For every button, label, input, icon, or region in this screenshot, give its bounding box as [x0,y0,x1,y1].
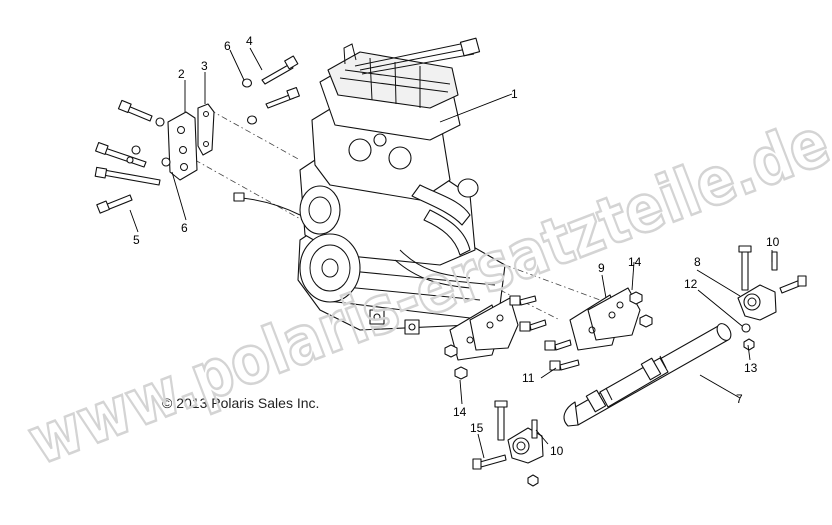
mount-tube [563,323,732,427]
callout-14-upper: 14 [628,255,642,269]
callout-3: 3 [201,59,208,73]
mount-plates [444,287,653,380]
callout-12: 12 [684,277,698,291]
callout-7: 7 [736,392,743,406]
callout-9: 9 [598,261,605,275]
callout-6-top: 6 [224,39,231,53]
callout-2: 2 [178,67,185,81]
copyright-text: © 2013 Polaris Sales Inc. [162,395,319,411]
callout-13: 13 [744,361,758,375]
callout-11: 11 [522,371,535,385]
callout-15: 15 [470,421,484,435]
callout-5: 5 [133,233,140,247]
callout-14-lower: 14 [453,405,467,419]
callout-1: 1 [511,87,518,101]
callout-labels: 1 2 3 4 5 6 6 7 8 9 10 10 11 12 13 14 14… [133,34,780,458]
callout-4: 4 [246,34,253,48]
left-mount-bracket [167,103,215,181]
callout-10-lower: 10 [550,444,564,458]
rear-mount-upper [737,245,807,351]
left-bolts [94,55,300,214]
callout-10-upper: 10 [766,235,780,249]
callout-8: 8 [694,255,701,269]
rear-mount-lower [472,400,544,487]
callout-6-bottom: 6 [181,221,188,235]
callout-leaders [129,47,773,459]
alignment-lines [194,109,601,321]
engine-assembly [233,37,506,335]
